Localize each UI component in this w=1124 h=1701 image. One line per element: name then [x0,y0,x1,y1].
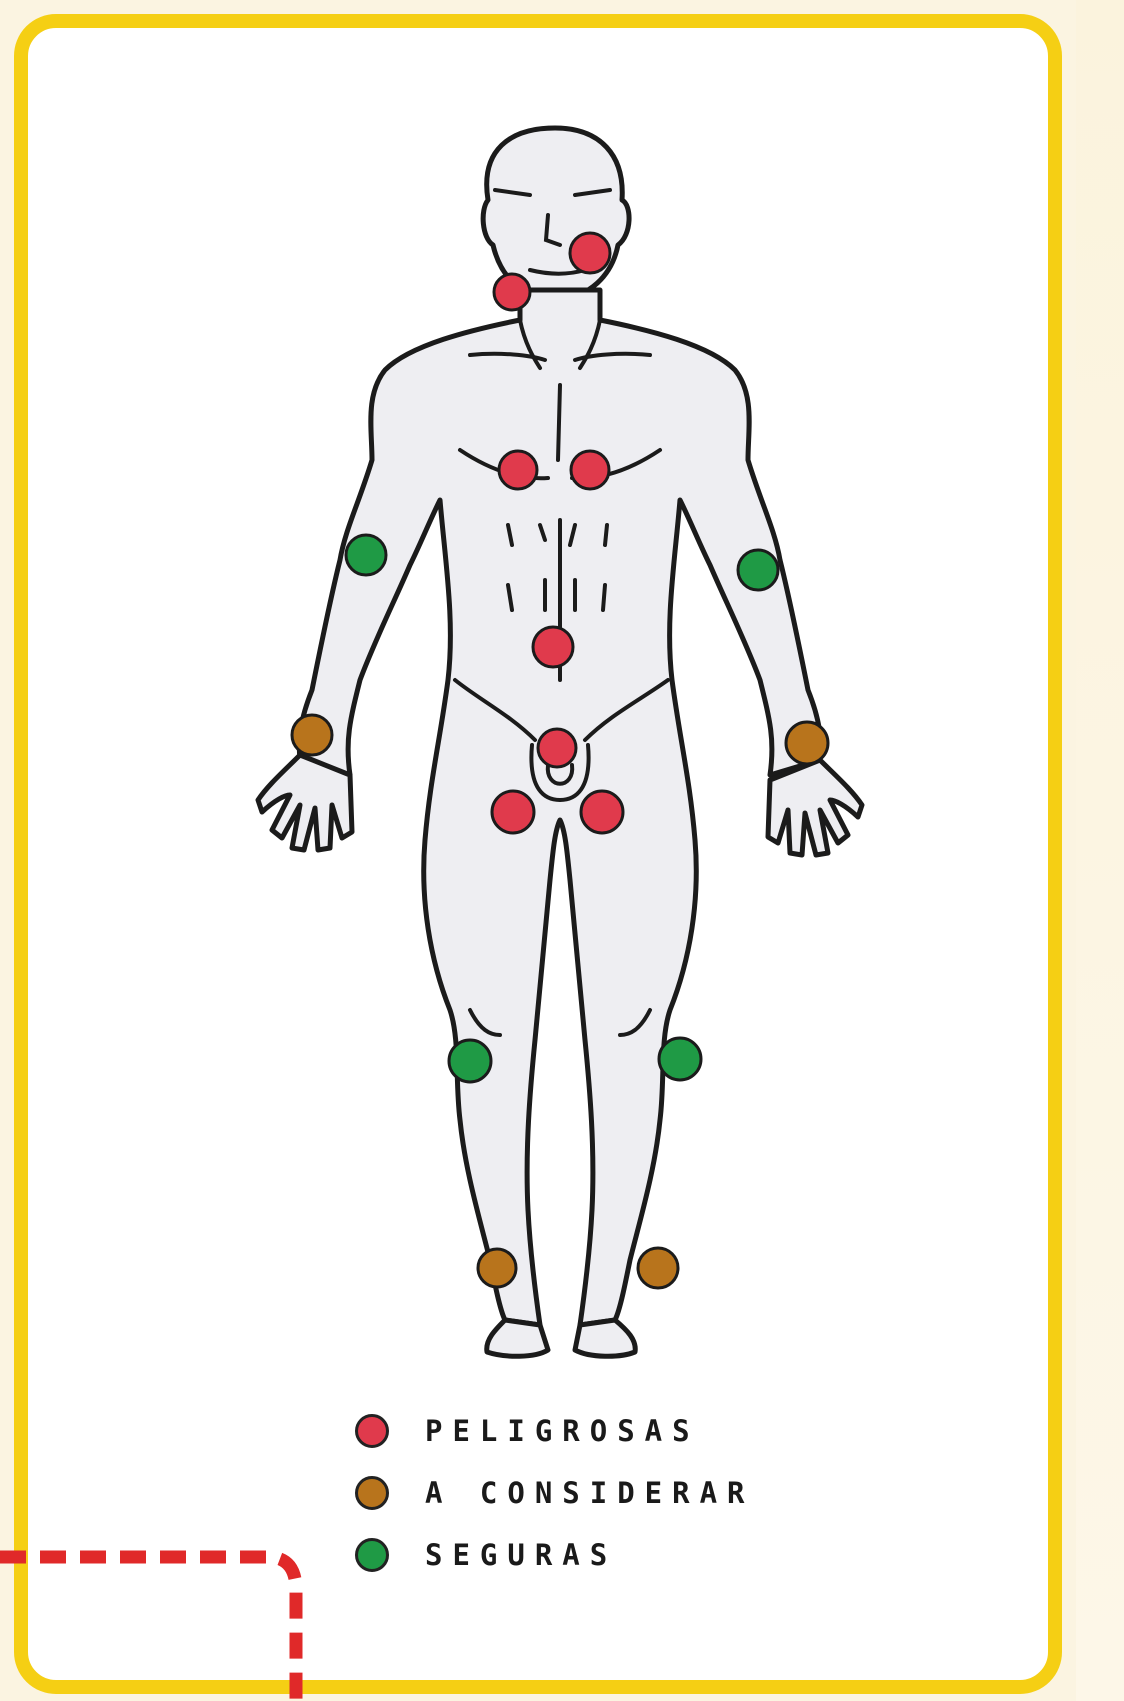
legend-label-a-considerar: A CONSIDERAR [425,1476,755,1510]
point-elbow-right [738,550,778,590]
point-ankle-right [638,1248,678,1288]
legend-dot-a-considerar [355,1476,389,1510]
legend-item-peligrosas: PELIGROSAS [355,1400,755,1462]
point-cheek [570,233,610,273]
point-knee-right [659,1038,701,1080]
point-neck [494,274,530,310]
right-foot [575,1320,635,1356]
legend-dot-peligrosas [355,1414,389,1448]
legend-item-seguras: SEGURAS [355,1524,755,1586]
legend-dot-seguras [355,1538,389,1572]
point-chest-left [499,451,537,489]
point-wrist-right [786,722,828,764]
legend: PELIGROSAS A CONSIDERAR SEGURAS [355,1400,755,1586]
left-foot [487,1320,548,1356]
point-navel [533,627,573,667]
point-chest-right [571,451,609,489]
point-genitals [538,729,576,767]
point-elbow-left [346,535,386,575]
legend-label-seguras: SEGURAS [425,1538,617,1572]
point-inner-thigh-right [581,791,623,833]
dashed-route [0,1557,296,1701]
legend-item-a-considerar: A CONSIDERAR [355,1462,755,1524]
point-inner-thigh-left [492,791,534,833]
point-ankle-left [478,1249,516,1287]
left-hand [258,755,352,850]
right-hand [768,760,862,855]
point-knee-left [449,1040,491,1082]
point-wrist-left [292,715,332,755]
legend-label-peligrosas: PELIGROSAS [425,1414,700,1448]
